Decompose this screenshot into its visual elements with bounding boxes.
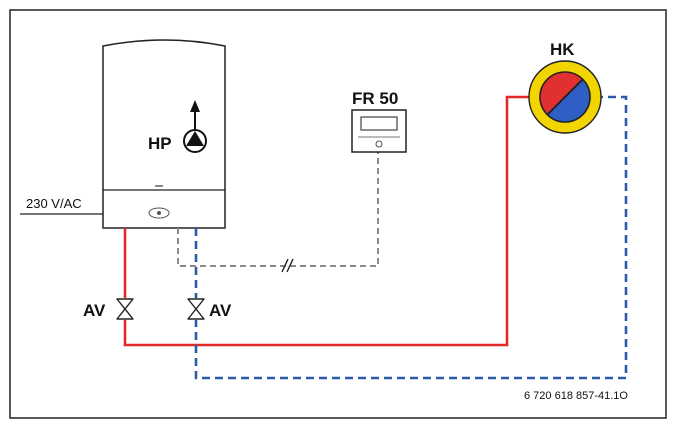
thermostat-icon xyxy=(351,109,407,153)
signal-line xyxy=(177,152,379,267)
shutoff-valve-icon xyxy=(116,298,134,320)
valve-right-label: AV xyxy=(209,301,232,320)
display-knob-icon xyxy=(148,207,170,219)
diagram-frame xyxy=(9,9,667,419)
shutoff-valve-right xyxy=(185,298,207,320)
cable-break-mark xyxy=(281,258,294,273)
power-supply-label: 230 V/AC xyxy=(26,196,82,211)
pump-icon xyxy=(183,100,207,153)
heat-pump-label: HP xyxy=(148,134,172,153)
valve-left-label: AV xyxy=(83,301,106,320)
return-line xyxy=(194,95,628,380)
room-controller-label: FR 50 xyxy=(352,89,398,108)
figure-id: 6 720 618 857-41.1O xyxy=(524,390,628,402)
shutoff-valve-left xyxy=(114,298,136,320)
room-controller: FR 50 xyxy=(351,89,407,153)
heating-circuit-label: HK xyxy=(550,40,575,59)
heating-circuit-icon xyxy=(528,60,602,134)
heat-pump-unit: HP xyxy=(102,39,226,229)
shutoff-valve-icon xyxy=(187,298,205,320)
